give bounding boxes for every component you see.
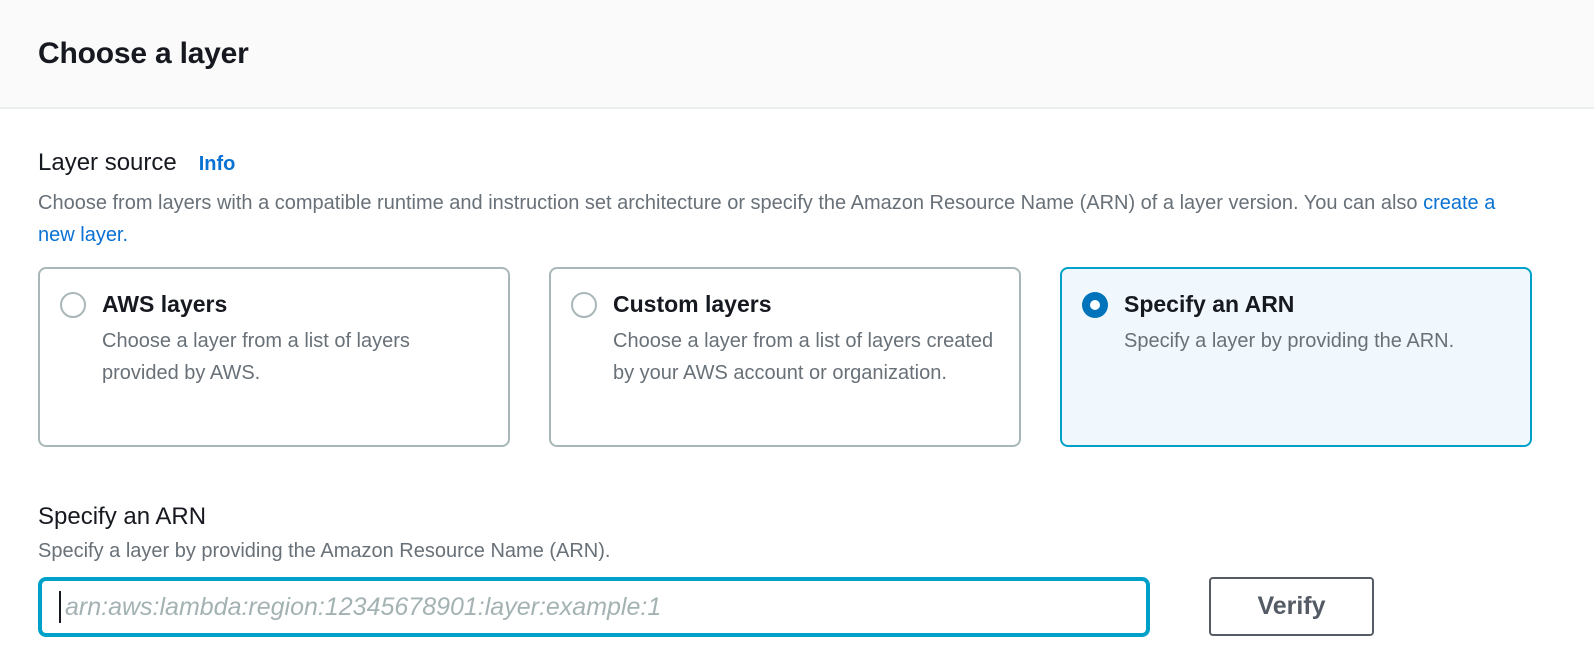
option-description: Choose a layer from a list of layers cre… xyxy=(613,330,994,384)
arn-input-wrapper xyxy=(38,577,1150,637)
specify-arn-description: Specify a layer by providing the Amazon … xyxy=(38,540,611,562)
text-caret xyxy=(59,591,61,623)
page-title: Choose a layer xyxy=(38,36,249,70)
layer-source-label: Layer source xyxy=(38,149,177,176)
option-card-head: Custom layers xyxy=(571,291,999,318)
option-title: AWS layers xyxy=(102,291,228,317)
specify-arn-section: Specify an ARN Specify a layer by provid… xyxy=(38,503,1556,637)
option-card-aws-layers[interactable]: AWS layers Choose a layer from a list of… xyxy=(38,267,510,447)
layer-source-label-row: Layer source Info xyxy=(38,149,1556,177)
specify-arn-label: Specify an ARN xyxy=(38,503,207,530)
verify-button[interactable]: Verify xyxy=(1209,577,1374,636)
layer-source-options: AWS layers Choose a layer from a list of… xyxy=(38,267,1556,447)
option-description: Choose a layer from a list of layers pro… xyxy=(102,330,410,384)
radio-unselected-icon[interactable] xyxy=(571,291,597,318)
layer-source-section: Layer source Info Choose from layers wit… xyxy=(0,109,1594,637)
option-card-head: AWS layers xyxy=(60,291,488,318)
option-card-head: Specify an ARN xyxy=(1082,291,1510,318)
arn-input[interactable] xyxy=(38,577,1150,637)
create-new-layer-link[interactable]: create a new layer. xyxy=(38,192,1496,246)
option-description: Specify a layer by providing the ARN. xyxy=(1124,330,1455,352)
radio-unselected-icon[interactable] xyxy=(60,291,86,318)
option-card-custom-layers[interactable]: Custom layers Choose a layer from a list… xyxy=(549,267,1021,447)
radio-selected-icon[interactable] xyxy=(1082,291,1108,318)
option-card-specify-arn[interactable]: Specify an ARN Specify a layer by provid… xyxy=(1060,267,1532,447)
panel-header: Choose a layer xyxy=(0,0,1594,109)
layer-source-description: Choose from layers with a compatible run… xyxy=(38,187,1498,251)
option-title: Specify an ARN xyxy=(1124,291,1295,317)
layer-source-description-text: Choose from layers with a compatible run… xyxy=(38,192,1418,214)
option-title: Custom layers xyxy=(613,291,772,317)
arn-input-row: Verify xyxy=(38,577,1556,637)
info-link[interactable]: Info xyxy=(198,153,236,175)
